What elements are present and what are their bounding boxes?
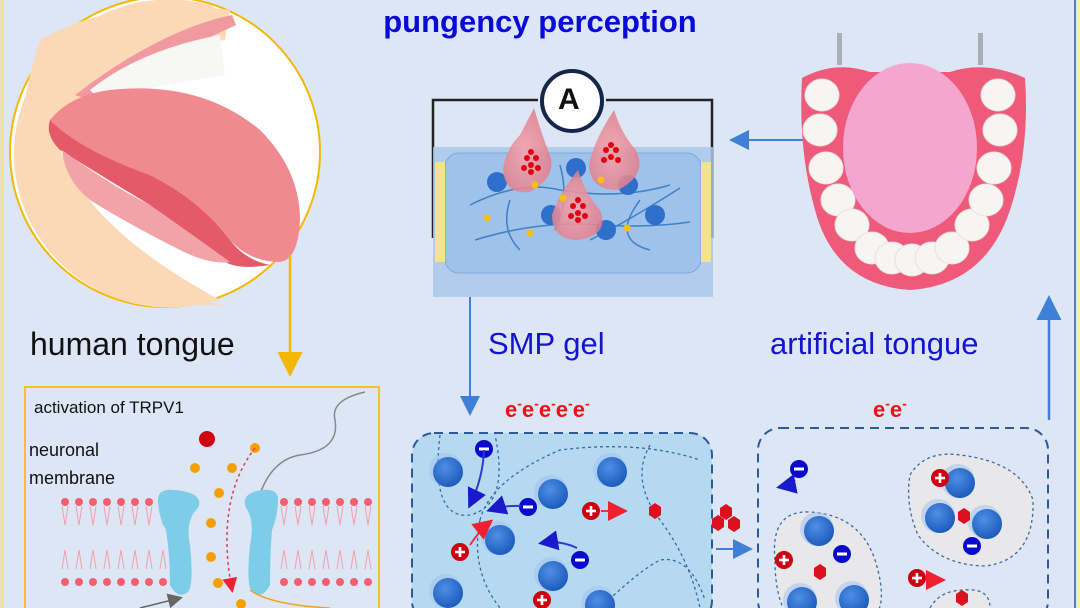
lipid-head	[350, 498, 358, 506]
gel-bead	[566, 158, 586, 178]
lipid-head	[75, 498, 83, 506]
mechanism-panel-dispersed	[411, 432, 713, 608]
polymer-bead	[968, 505, 1002, 539]
diagram-title: pungency perception	[383, 4, 697, 39]
artificial-tooth	[980, 78, 1016, 112]
trpv1-activation-label: activation of TRPV1	[34, 398, 184, 417]
polymer-bead	[593, 453, 627, 487]
lipid-bilayer-left	[61, 498, 167, 586]
lipid-head	[294, 578, 302, 586]
lipid-head	[308, 498, 316, 506]
polymer-bead	[429, 574, 463, 608]
lipid-head	[103, 498, 111, 506]
polymer-bead	[921, 499, 955, 533]
artificial-tooth	[934, 231, 970, 265]
electrons-high: e-e-e-e-e-	[505, 396, 590, 423]
human-tongue-illustration	[9, 0, 321, 308]
capsaicin-molecule	[199, 431, 215, 447]
artificial-tongue-label: artificial tongue	[770, 326, 979, 361]
electron: e-	[555, 396, 573, 423]
artificial-tooth	[982, 113, 1018, 147]
electron: e-	[538, 396, 556, 423]
lipid-head	[159, 578, 167, 586]
lipid-head	[103, 578, 111, 586]
polymer-bead	[429, 453, 463, 487]
neuronal-membrane-label-line1: neuronal	[29, 440, 100, 460]
trpv1-channel-left	[158, 489, 200, 595]
lipid-head	[117, 578, 125, 586]
ammeter-symbol: A	[558, 83, 580, 116]
lipid-head	[322, 578, 330, 586]
negative-charge	[571, 551, 589, 569]
lipid-head	[75, 578, 83, 586]
lipid-head	[364, 498, 372, 506]
polymer-bead	[534, 475, 568, 509]
artificial-tongue-illustration	[801, 33, 1026, 290]
polymer-bead	[534, 557, 568, 591]
lipid-head	[294, 498, 302, 506]
lipid-head	[322, 498, 330, 506]
human-tongue-label: human tongue	[30, 326, 235, 362]
artificial-tooth	[802, 113, 838, 147]
gel-bead	[645, 205, 665, 225]
lipid-head	[117, 498, 125, 506]
lipid-head	[280, 498, 288, 506]
mechanism-panel-aggregated	[757, 427, 1049, 608]
positive-charge	[931, 469, 949, 487]
negative-charge	[790, 460, 808, 478]
lipid-head	[336, 498, 344, 506]
polymer-bead	[800, 512, 834, 546]
lipid-head	[89, 498, 97, 506]
electron: e-	[521, 396, 539, 423]
artificial-tooth	[968, 183, 1004, 217]
lipid-head	[364, 578, 372, 586]
electron: e-	[873, 396, 890, 423]
lipid-head	[145, 498, 153, 506]
frame-right-edge	[1077, 0, 1080, 608]
electron: e-	[505, 396, 522, 423]
negative-charge	[833, 545, 851, 563]
lipid-head	[131, 498, 139, 506]
artificial-tooth	[976, 151, 1012, 185]
lipid-head	[131, 578, 139, 586]
ions	[190, 443, 260, 608]
hex-molecule	[728, 516, 740, 532]
neuronal-membrane-label-line2: membrane	[29, 468, 116, 488]
smp-gel-device	[431, 69, 714, 297]
electrons-low: e-e-	[873, 396, 907, 423]
trpv1-channel-right	[244, 489, 278, 595]
positive-charge	[451, 543, 469, 561]
lipid-head	[308, 578, 316, 586]
lipid-head	[61, 578, 69, 586]
lipid-head	[280, 578, 288, 586]
positive-charge	[775, 551, 793, 569]
ammeter	[540, 69, 604, 133]
electron: e-	[572, 396, 590, 423]
positive-charge	[908, 569, 926, 587]
lipid-head	[350, 578, 358, 586]
lipid-head	[89, 578, 97, 586]
lipid-head	[145, 578, 153, 586]
electron: e-	[889, 396, 907, 423]
gel-bead	[487, 172, 507, 192]
lipid-bilayer-right	[280, 498, 372, 586]
artificial-tooth	[804, 78, 840, 112]
lipid-head	[336, 578, 344, 586]
negative-charge	[963, 537, 981, 555]
artificial-tooth	[808, 151, 844, 185]
positive-charge	[582, 502, 600, 520]
lipid-head	[61, 498, 69, 506]
artificial-tooth	[834, 208, 870, 242]
trpv1-panel	[24, 386, 380, 608]
negative-charge	[519, 498, 537, 516]
smp-gel-label: SMP gel	[488, 326, 605, 361]
